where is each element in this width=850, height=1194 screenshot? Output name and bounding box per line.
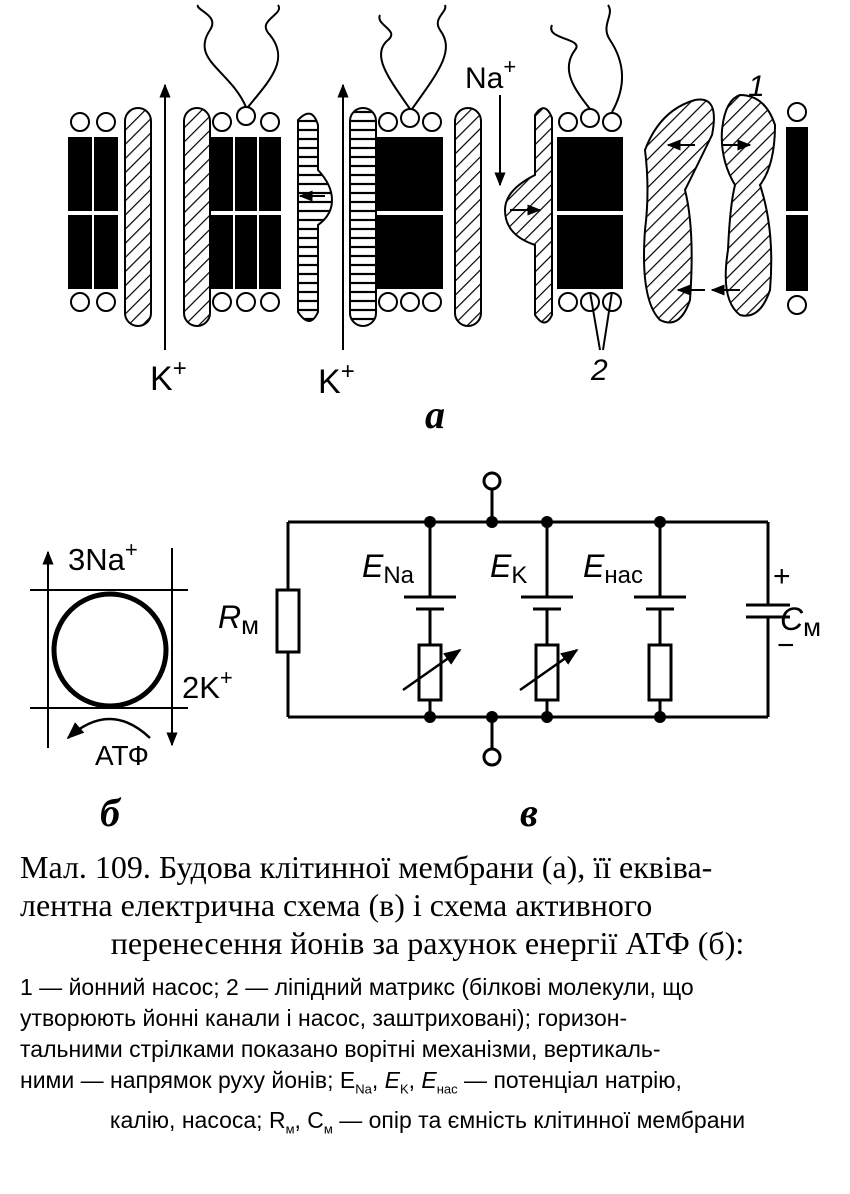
rm-resistor xyxy=(275,588,301,654)
lipid-group-center xyxy=(377,4,447,312)
k-ion-label: K+ xyxy=(318,358,355,401)
protein-channel xyxy=(183,107,211,327)
pump-number-label: 1 xyxy=(748,70,765,103)
atp-label: АТФ xyxy=(95,740,149,771)
caption-note: 1 — йонний насос; 2 — ліпідний матрикс (… xyxy=(20,974,746,1137)
terminal-top xyxy=(482,471,502,491)
rm-label: Rм xyxy=(218,599,259,640)
protein-channel xyxy=(124,107,152,327)
ena-label: ENa xyxy=(362,548,415,589)
enas-label: Eнас xyxy=(583,548,643,589)
panel-b-letter: б xyxy=(100,790,122,830)
caption-title: Мал. 109. Будова клітинної мембрани (а),… xyxy=(20,849,745,961)
junction-dots xyxy=(424,516,666,723)
gated-channel xyxy=(297,112,334,322)
lipid-group-right xyxy=(550,4,623,312)
protein-channel xyxy=(349,107,377,327)
lipid-group-left xyxy=(68,112,118,312)
leader-line xyxy=(602,291,613,351)
k-ion-label: K+ xyxy=(150,355,187,398)
na-count-label: 3Na+ xyxy=(68,537,138,577)
ion-pump-left xyxy=(643,98,715,324)
cm-plus-label: + xyxy=(773,560,791,593)
na-gated-channel xyxy=(503,107,553,324)
panel-c-letter: в xyxy=(520,790,538,830)
matrix-number-label: 2 xyxy=(590,354,608,387)
ion-pump-right xyxy=(720,93,777,317)
terminal-bottom xyxy=(482,747,502,767)
panel-b xyxy=(30,548,188,748)
pump-cycle-circle xyxy=(51,591,169,709)
na-ion-label: Na+ xyxy=(465,54,516,95)
lipid-group-center-left xyxy=(196,4,281,312)
atp-arrow xyxy=(66,717,151,740)
cm-minus-label: − xyxy=(777,629,795,662)
pump-resistor xyxy=(647,643,673,702)
protein-channel xyxy=(454,107,482,327)
panel-a-letter: а xyxy=(425,392,445,437)
panel-c xyxy=(275,471,790,767)
figure-caption: Мал. 109. Будова клітинної мембрани (а),… xyxy=(20,848,835,1144)
leader-line xyxy=(589,291,601,351)
lipid-edge xyxy=(786,102,808,315)
cm-label: Cм xyxy=(780,601,821,642)
membrane-diagram: K+ K+ Na+ 1 2 а 3Na+ 2K+ АТФ б xyxy=(30,4,821,830)
k-count-label: 2K+ xyxy=(182,665,233,705)
panel-a xyxy=(68,4,808,351)
ek-label: EK xyxy=(490,548,527,589)
